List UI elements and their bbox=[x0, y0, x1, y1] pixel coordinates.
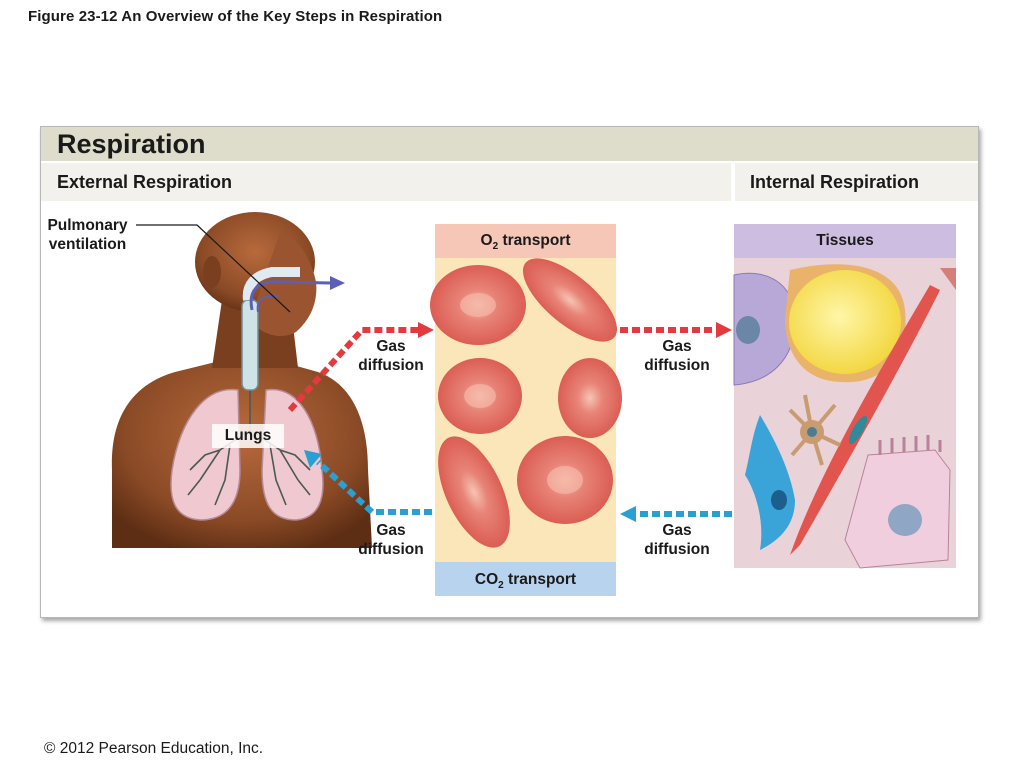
o2-suffix: transport bbox=[498, 232, 571, 249]
gas-diffusion-label-external-o2: Gas diffusion bbox=[348, 337, 434, 375]
stellate-cell bbox=[788, 394, 841, 466]
gas-text: Gas bbox=[662, 522, 692, 539]
co2-transport-label: CO2 transport bbox=[435, 571, 616, 591]
ear-shape bbox=[203, 256, 221, 288]
lungs-label-box bbox=[212, 424, 284, 448]
blue-cell bbox=[745, 415, 795, 550]
gas-text: Gas bbox=[376, 338, 406, 355]
gas-diffusion-label-internal-o2: Gas diffusion bbox=[634, 337, 720, 375]
copyright-notice: © 2012 Pearson Education, Inc. bbox=[44, 740, 264, 757]
o2-transport-box bbox=[435, 224, 616, 258]
red-blood-cells bbox=[430, 258, 622, 548]
internal-respiration-header: Internal Respiration bbox=[735, 163, 978, 201]
diffusion-text: diffusion bbox=[358, 357, 424, 374]
o2-diffusion-arrows bbox=[287, 322, 732, 413]
airflow-return bbox=[256, 295, 279, 313]
figure-title: Figure 23-12 An Overview of the Key Step… bbox=[28, 8, 443, 25]
co2-suffix: transport bbox=[503, 571, 577, 588]
human-figure bbox=[111, 212, 372, 548]
pulmonary-ventilation-label: Pulmonary ventilation bbox=[40, 216, 135, 254]
o2-subscript: 2 bbox=[492, 241, 499, 253]
nasal-airway bbox=[242, 267, 300, 301]
external-respiration-label: External Respiration bbox=[57, 172, 233, 192]
tissues-label: Tissues bbox=[816, 232, 874, 249]
gas-diffusion-label-external-co2: Gas diffusion bbox=[348, 521, 434, 559]
tissues-header-box bbox=[734, 224, 956, 258]
panel-title: Respiration bbox=[57, 129, 206, 159]
internal-respiration-label: Internal Respiration bbox=[750, 172, 920, 192]
diffusion-text: diffusion bbox=[644, 357, 710, 374]
pulmonary-ventilation-line2: ventilation bbox=[48, 236, 127, 253]
airflow-arrowhead bbox=[330, 276, 345, 290]
co2-diffusion-arrows bbox=[304, 450, 732, 522]
pulmonary-leader-line bbox=[136, 224, 291, 313]
trachea bbox=[241, 299, 259, 391]
panel-header: Respiration bbox=[41, 127, 978, 161]
tissue-cells bbox=[733, 264, 956, 569]
lungs-label: Lungs bbox=[224, 427, 272, 444]
pulmonary-ventilation-line1: Pulmonary bbox=[47, 217, 128, 234]
diffusion-text: diffusion bbox=[358, 541, 424, 558]
face-shape bbox=[250, 232, 317, 336]
gas-text: Gas bbox=[376, 522, 406, 539]
o2-transport-label: O2 transport bbox=[435, 232, 616, 252]
co2-prefix: CO bbox=[474, 571, 499, 588]
co2-subscript: 2 bbox=[498, 580, 504, 592]
co2-transport-box bbox=[435, 562, 616, 596]
diffusion-text: diffusion bbox=[644, 541, 710, 558]
airflow-arrow bbox=[249, 280, 331, 311]
gas-diffusion-label-internal-co2: Gas diffusion bbox=[634, 521, 720, 559]
gas-text: Gas bbox=[662, 338, 692, 355]
external-respiration-header: External Respiration bbox=[41, 163, 731, 201]
o2-prefix: O bbox=[480, 232, 493, 249]
